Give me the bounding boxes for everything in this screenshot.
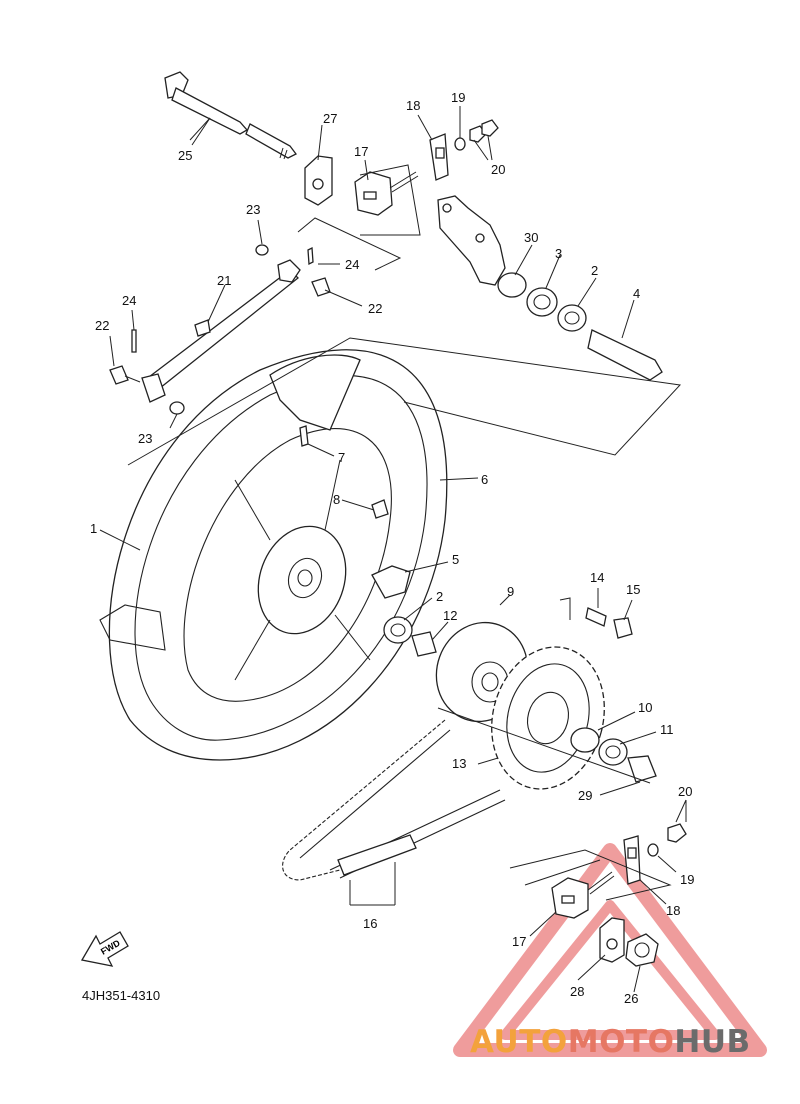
axle-shaft [164, 71, 297, 160]
callout-26: 26 [624, 991, 638, 1006]
drawing-code: 4JH351-4310 [82, 988, 160, 1003]
brake-bracket [437, 195, 506, 286]
callout-10: 10 [638, 700, 652, 715]
watermark-hub: HUB [674, 1024, 750, 1060]
callout-30: 30 [524, 230, 538, 245]
callout-23-upper: 23 [246, 202, 260, 217]
rear-wheel [99, 349, 448, 761]
callout-18-upper: 18 [406, 98, 420, 113]
callout-28: 28 [570, 984, 584, 999]
callout-24-upper: 24 [345, 257, 359, 272]
callout-9: 9 [507, 584, 514, 599]
callout-18-lower: 18 [666, 903, 680, 918]
callout-17-upper: 17 [354, 144, 368, 159]
callout-22-left: 22 [95, 318, 109, 333]
callout-23-left: 23 [138, 431, 152, 446]
callout-13: 13 [452, 756, 466, 771]
brake-torque-rod [109, 244, 331, 415]
drive-chain [282, 719, 506, 906]
callout-3: 3 [555, 246, 562, 261]
leader-lines [99, 106, 687, 993]
left-hub-spacers [383, 616, 437, 657]
callout-20-upper: 20 [491, 162, 505, 177]
watermark-triangle [453, 843, 767, 1057]
callout-5: 5 [452, 552, 459, 567]
callout-14: 14 [590, 570, 604, 585]
callout-labels: 25 27 18 19 17 20 23 24 30 3 2 21 24 22 … [90, 90, 694, 1006]
callout-11: 11 [660, 722, 674, 737]
watermark-moto: MOTO [568, 1024, 675, 1060]
callout-15: 15 [626, 582, 640, 597]
callout-4: 4 [633, 286, 640, 301]
callout-17-lower: 17 [512, 934, 526, 949]
chain-puller-set-upper [304, 119, 499, 216]
svg-text:AUTOMOTOHUB: AUTOMOTOHUB [470, 1024, 751, 1060]
callout-27: 27 [323, 111, 337, 126]
fwd-arrow-icon: FWD [80, 931, 129, 967]
callout-2-upper: 2 [591, 263, 598, 278]
callout-12: 12 [443, 608, 457, 623]
callout-6: 6 [481, 472, 488, 487]
callout-7: 7 [338, 450, 345, 465]
callout-29: 29 [578, 788, 592, 803]
callout-8: 8 [333, 492, 340, 507]
watermark-text: AUTOMOTOHUB [470, 1024, 751, 1060]
callout-2-lower: 2 [436, 589, 443, 604]
callout-19-lower: 19 [680, 872, 694, 887]
callout-1: 1 [90, 521, 97, 536]
right-hub-parts [497, 272, 663, 381]
callout-20-lower: 20 [678, 784, 692, 799]
callout-16: 16 [363, 916, 377, 931]
callout-25: 25 [178, 148, 192, 163]
chain-puller-set-lower [551, 823, 687, 967]
callout-22-right: 22 [368, 301, 382, 316]
callout-24-left: 24 [122, 293, 136, 308]
callout-19-upper: 19 [451, 90, 465, 105]
sprocket-fasteners [570, 607, 657, 783]
callout-21: 21 [217, 273, 231, 288]
guide-lines [127, 164, 682, 901]
watermark-auto: AUTO [470, 1024, 568, 1060]
